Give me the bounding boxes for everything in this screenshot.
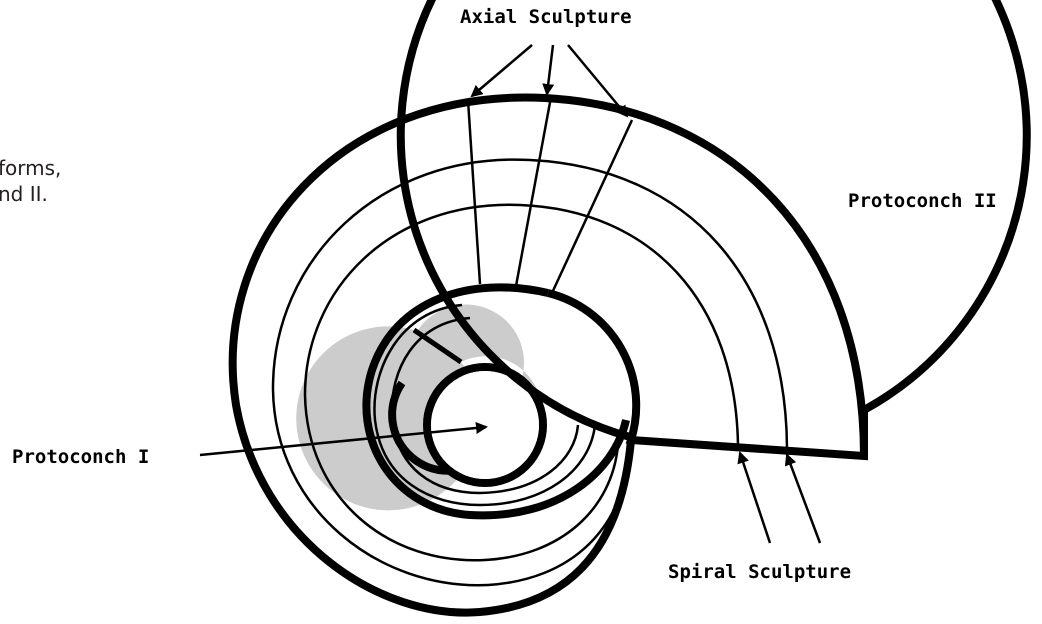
axial-arrow-1 (472, 45, 532, 96)
axial-rib-1 (468, 100, 480, 284)
protoconch-i-label: Protoconch I (12, 446, 149, 468)
spiral-arrow-1 (740, 453, 770, 543)
spiral-sculpture-label: Spiral Sculpture (668, 561, 851, 583)
axial-rib-2 (516, 97, 551, 286)
spiral-arrow-2 (787, 455, 820, 543)
axial-sculpture-label: Axial Sculpture (460, 6, 632, 28)
protoconch-ii-label: Protoconch II (848, 190, 997, 212)
axial-arrow-2 (547, 45, 553, 94)
axial-rib-3 (552, 120, 632, 293)
